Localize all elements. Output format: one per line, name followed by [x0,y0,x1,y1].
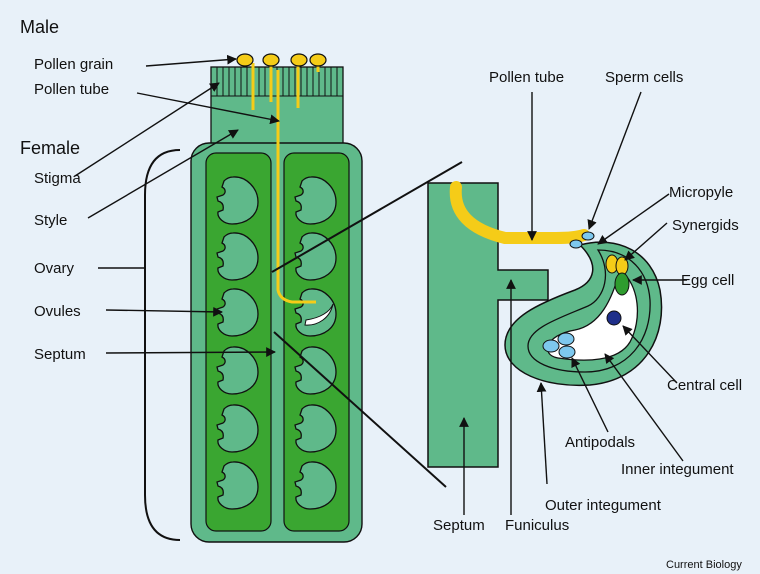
ovule-detail [428,183,662,467]
antipodal [543,340,559,352]
pollen-grains [237,54,326,66]
label-pollen-tube-left: Pollen tube [34,81,109,98]
label-micropyle: Micropyle [669,184,733,201]
label-funiculus: Funiculus [505,517,569,534]
label-antipodals: Antipodals [565,434,635,451]
pollen-grain [263,54,279,66]
label-central-cell: Central cell [667,377,742,394]
pollen-grain [291,54,307,66]
heading-female: Female [20,138,80,158]
pollen-grain [237,54,253,66]
sperm-cell [582,232,594,240]
label-outer-integument: Outer integument [545,497,662,514]
label-pollen-tube-right: Pollen tube [489,69,564,86]
sperm-cell [570,240,582,248]
label-egg-cell: Egg cell [681,272,734,289]
label-style: Style [34,212,67,229]
label-pollen-grain: Pollen grain [34,56,113,73]
label-ovules: Ovules [34,303,81,320]
label-inner-integument: Inner integument [621,461,734,478]
pollen-grain [310,54,326,66]
label-sperm-cells: Sperm cells [605,69,683,86]
pistil [145,54,362,542]
female-bracket [145,150,180,540]
credit-text: Current Biology [666,559,742,571]
egg-cell [615,273,629,295]
label-septum-right: Septum [433,517,485,534]
antipodal [558,333,574,345]
label-ovary: Ovary [34,260,75,277]
heading-male: Male [20,17,59,37]
label-septum-left: Septum [34,346,86,363]
antipodal [559,346,575,358]
label-synergids: Synergids [672,217,739,234]
label-stigma: Stigma [34,170,81,187]
central-cell-nucleus [607,311,621,325]
